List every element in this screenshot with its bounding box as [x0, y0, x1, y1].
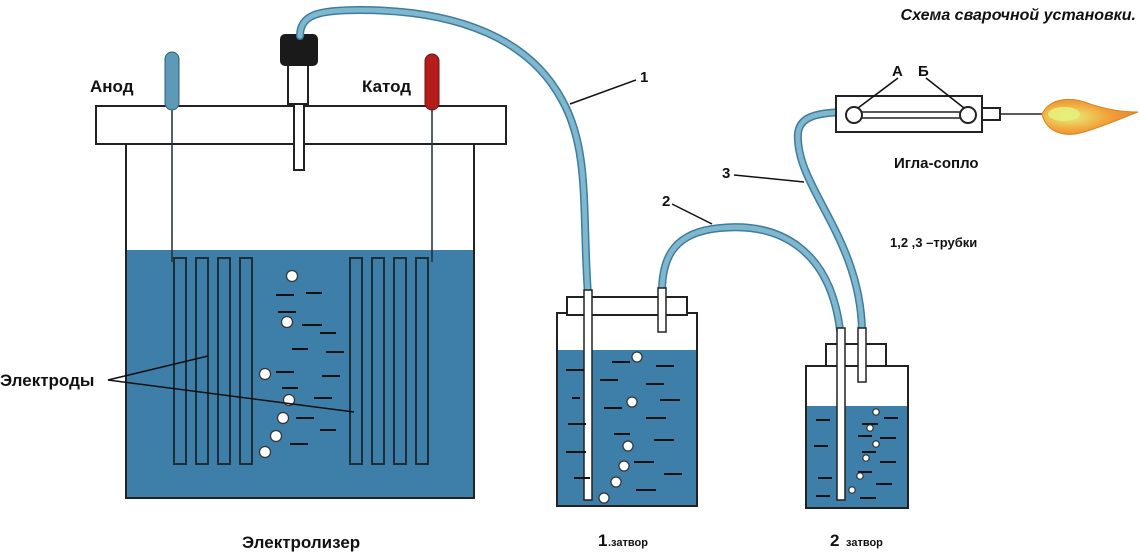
tube-2-outline	[658, 223, 844, 334]
tubes	[296, 5, 866, 334]
seal-2-word: затвор	[846, 537, 883, 549]
tube-1-pointer	[569, 79, 637, 105]
bubble	[285, 269, 299, 283]
seal-1-inlet-pipe	[583, 289, 593, 501]
tube-2-pointer	[671, 203, 713, 225]
outlet-pipe	[293, 103, 305, 171]
seal-2-number: 2	[830, 531, 839, 550]
bubble	[862, 454, 870, 462]
bubble	[618, 460, 630, 472]
bubble	[856, 472, 864, 480]
seal-2	[805, 327, 909, 509]
outlet-stopper	[280, 34, 318, 66]
tube-2-label: 2	[662, 193, 670, 210]
electrode-plate	[217, 257, 231, 465]
electrode-plate	[415, 257, 429, 465]
seal-2-water	[806, 406, 908, 508]
bubble	[258, 367, 272, 381]
bubble	[269, 429, 283, 443]
bubble	[258, 445, 272, 459]
bubble	[866, 424, 874, 432]
electrode-plate	[195, 257, 209, 465]
bubble	[631, 351, 643, 363]
nozzle-body	[835, 95, 983, 133]
seal-1-word: .затвор	[608, 537, 648, 549]
bubble	[610, 476, 622, 488]
nozzle-point-b-circle	[959, 106, 977, 124]
seal-1-water	[557, 350, 697, 506]
electrolyzer-water	[126, 250, 474, 498]
bubble	[626, 396, 638, 408]
tube-3-pointer	[733, 174, 805, 183]
electrolyzer-dashes	[276, 292, 344, 445]
electrode-plate	[349, 257, 363, 465]
tube-3	[795, 109, 865, 333]
point-a-pointer	[857, 77, 899, 109]
bubble	[622, 440, 634, 452]
electrode-plates-right	[349, 257, 429, 465]
bubble	[872, 408, 880, 416]
seal-2-cap	[825, 343, 887, 367]
seal-1-dashes	[566, 361, 682, 491]
seal-2-inlet-pipe	[836, 327, 846, 501]
nozzle-tip	[981, 107, 1001, 121]
nozzle-point-a-circle	[845, 106, 863, 124]
tube-1	[297, 7, 591, 298]
electrolyzer-label: Электролизер	[242, 533, 360, 552]
flame-core	[1048, 107, 1080, 121]
seal-2-bubbles	[848, 408, 880, 494]
electrolyzer-bubbles	[258, 269, 299, 459]
bubble	[848, 486, 856, 494]
tubes-note: 1,2 ,3 –трубки	[890, 235, 977, 250]
seal-2-outlet-pipe	[857, 327, 867, 383]
anode-label: Анод	[90, 77, 134, 96]
cathode-label: Катод	[362, 77, 411, 96]
outlet-fitting	[287, 61, 309, 105]
bubble	[598, 492, 610, 504]
tube-1-label: 1	[640, 69, 648, 86]
seal-1-cap	[566, 296, 688, 316]
electrode-plate	[239, 257, 253, 465]
electrodes-pointer-left	[107, 355, 209, 381]
anode-handle	[164, 51, 180, 111]
bubble	[280, 315, 294, 329]
electrodes-label: Электроды	[0, 371, 94, 390]
seal-1-bubbles	[598, 351, 643, 504]
electrode-plate	[393, 257, 407, 465]
seal-1-number: 1	[598, 531, 607, 550]
tube-3-label: 3	[722, 165, 730, 182]
point-b-label: Б	[918, 63, 929, 80]
nozzle-label: Игла-сопло	[894, 155, 979, 172]
diagram-title: Схема сварочной установки.	[901, 7, 1136, 24]
seal-1-outlet-pipe	[657, 287, 667, 333]
seal-2-dashes	[814, 417, 898, 499]
cathode-handle	[424, 53, 440, 111]
needle-nozzle	[835, 77, 1042, 133]
bubble	[276, 411, 290, 425]
seal-1	[556, 287, 698, 507]
bubble	[872, 440, 880, 448]
point-a-label: А	[892, 63, 903, 80]
electrode-plate	[371, 257, 385, 465]
tube-2	[659, 224, 843, 333]
point-b-pointer	[925, 77, 965, 109]
electrodes-pointer-right	[107, 379, 355, 413]
electrolyzer	[95, 34, 507, 499]
